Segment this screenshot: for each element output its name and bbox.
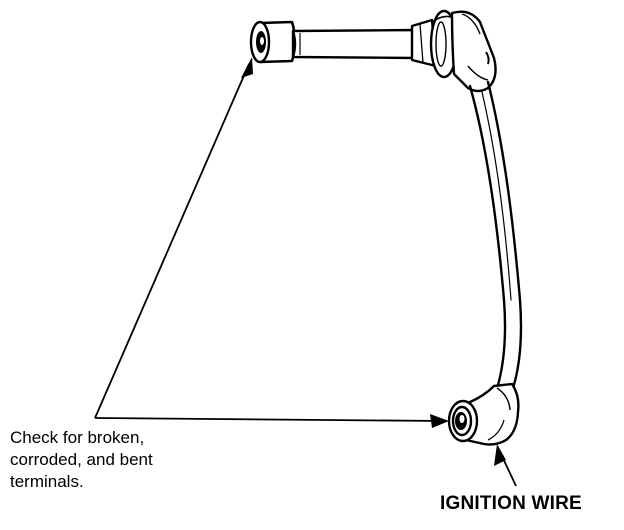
ignition-wire-label: IGNITION WIRE: [440, 493, 582, 514]
callout-line-2: corroded, and bent: [10, 450, 153, 469]
callout-line-3: terminals.: [10, 472, 84, 491]
callout-arrowheads: [241, 57, 449, 428]
wire-upper-section: [291, 28, 416, 60]
inspection-callout-text: Check for broken, corroded, and bent ter…: [10, 427, 230, 493]
ignition-wire-cable: [468, 80, 523, 396]
lower-terminal-boot: [447, 382, 520, 446]
callout-leader-lines: [94, 63, 445, 422]
part-label-leader: [494, 444, 517, 487]
spark-plug-boot: [410, 9, 497, 93]
distributor-end-terminal: [249, 20, 297, 64]
callout-line-1: Check for broken,: [10, 428, 145, 447]
